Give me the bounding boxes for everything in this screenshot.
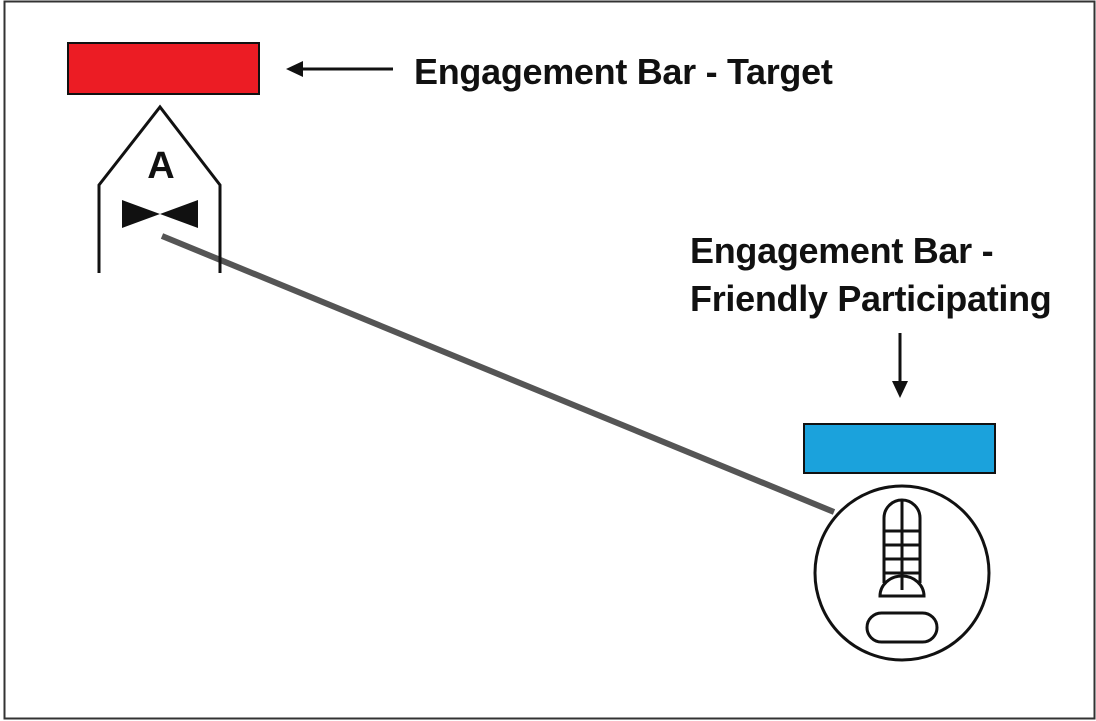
- target-symbol-letter: A: [147, 145, 174, 187]
- arrow-left-icon: [286, 61, 393, 77]
- bowtie-icon: [122, 200, 198, 228]
- target-engagement-bar: [67, 42, 260, 95]
- target-bar-label: Engagement Bar - Target: [414, 51, 833, 92]
- friendly-unit-symbol-icon: [813, 484, 991, 662]
- hostile-symbol-icon: A: [97, 104, 222, 273]
- diagram-frame: [3, 0, 1096, 720]
- engagement-link-line: [160, 233, 836, 515]
- arrow-down-icon: [892, 333, 908, 398]
- friendly-bar-label-line2: Friendly Participating: [690, 278, 1052, 319]
- friendly-engagement-bar: [803, 423, 996, 474]
- friendly-bar-label-line1: Engagement Bar -: [690, 230, 994, 271]
